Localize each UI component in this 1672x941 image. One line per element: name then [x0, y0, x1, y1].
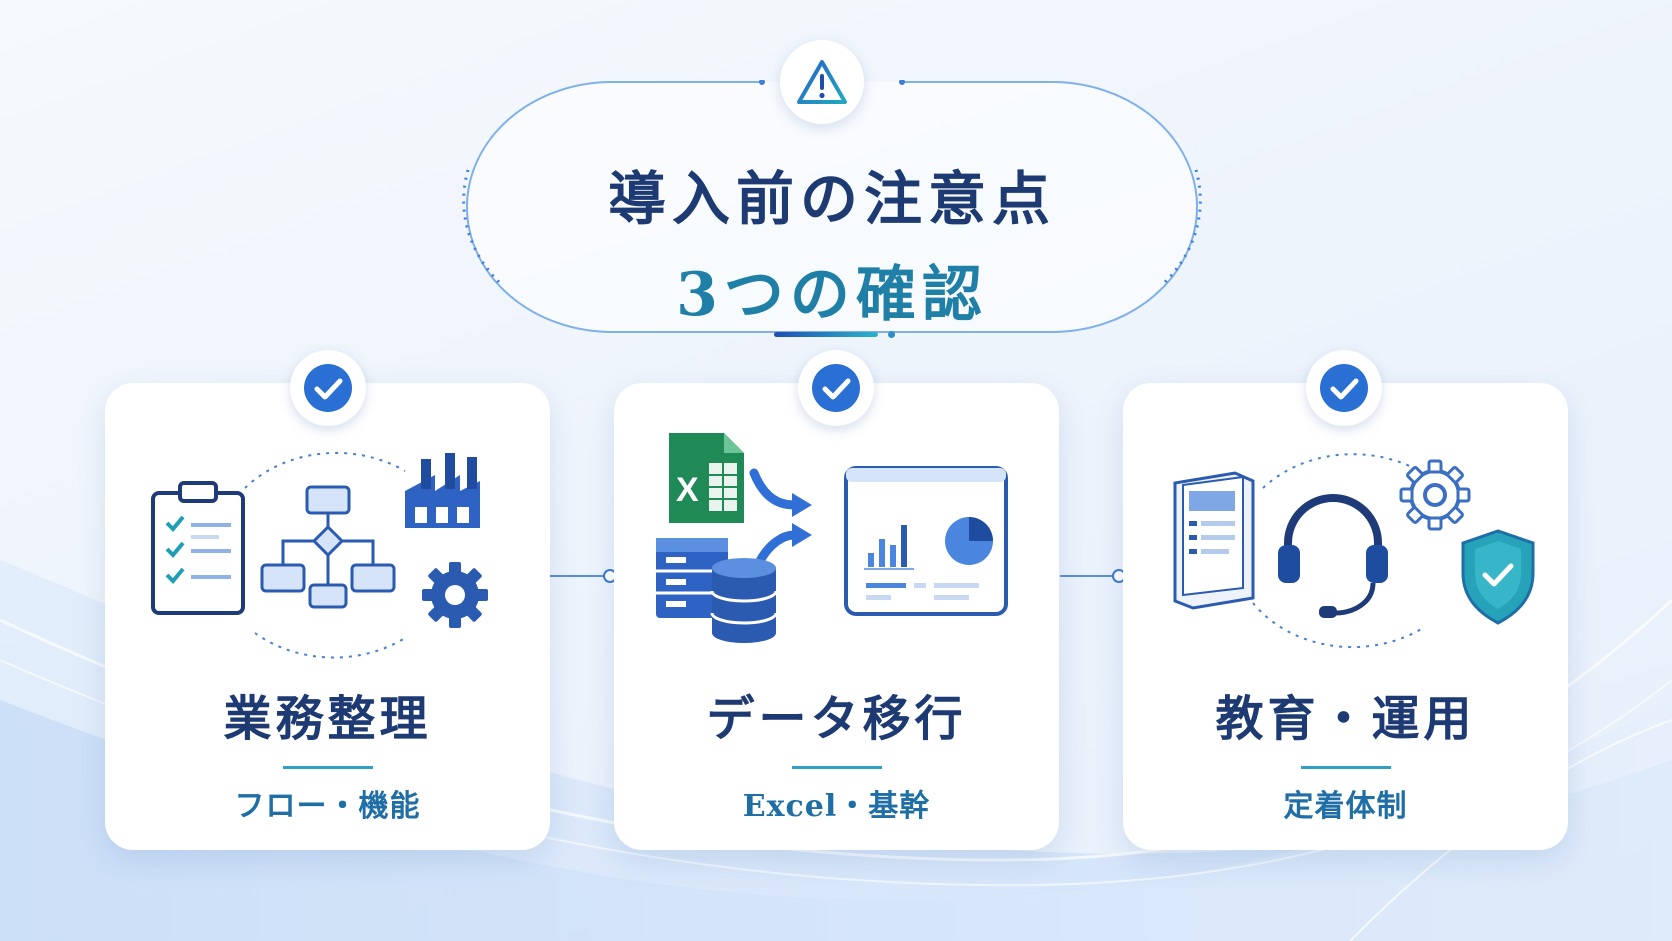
page-subtitle: 3つの確認 [676, 260, 988, 330]
check-badge-3 [1306, 350, 1382, 426]
data-migration-illustration: X [656, 433, 1008, 643]
server-icon [656, 538, 728, 618]
warning-badge [780, 40, 864, 124]
database-icon [710, 558, 778, 643]
check-circle-icon [304, 364, 352, 412]
card-divider [792, 766, 882, 769]
flowchart-icon [260, 485, 396, 609]
card-subtitle: Excel・基幹 [742, 789, 931, 824]
connector-line-1 [550, 575, 604, 577]
check-badge-2 [798, 350, 874, 426]
card-training: 教育・運用 定着体制 [1123, 383, 1568, 850]
check-circle-icon [1320, 364, 1368, 412]
warning-triangle-icon [797, 60, 847, 104]
clipboard-checklist-icon [151, 481, 245, 615]
check-badge-1 [290, 350, 366, 426]
training-illustration [1173, 453, 1535, 649]
card-divider [1301, 766, 1391, 769]
card-subtitle: フロー・機能 [234, 789, 421, 824]
excel-letter: X [676, 471, 699, 509]
title-underline-dot [888, 331, 895, 338]
gear-icon [422, 562, 488, 628]
card-title: データ移行 [706, 691, 967, 747]
shield-check-icon [1461, 529, 1535, 625]
title-underline [774, 332, 878, 337]
business-illustration [151, 451, 488, 659]
card-subtitle: 定着体制 [1283, 789, 1408, 824]
check-circle-icon [812, 364, 860, 412]
excel-file-icon: X [669, 433, 744, 523]
card-business: 業務整理 フロー・機能 [105, 383, 550, 850]
card-title: 教育・運用 [1215, 691, 1476, 747]
factory-icon [405, 453, 480, 528]
manual-document-icon [1173, 471, 1255, 610]
page-title: 導入前の注意点 [607, 165, 1056, 233]
headset-icon [1278, 494, 1388, 618]
gear-icon [1399, 459, 1471, 531]
card-data-migration: X [614, 383, 1059, 850]
connector-line-2 [1060, 575, 1114, 577]
arrow-icon [749, 468, 799, 568]
dashboard-icon [844, 466, 1008, 616]
card-divider [283, 766, 373, 769]
card-title: 業務整理 [223, 691, 432, 747]
